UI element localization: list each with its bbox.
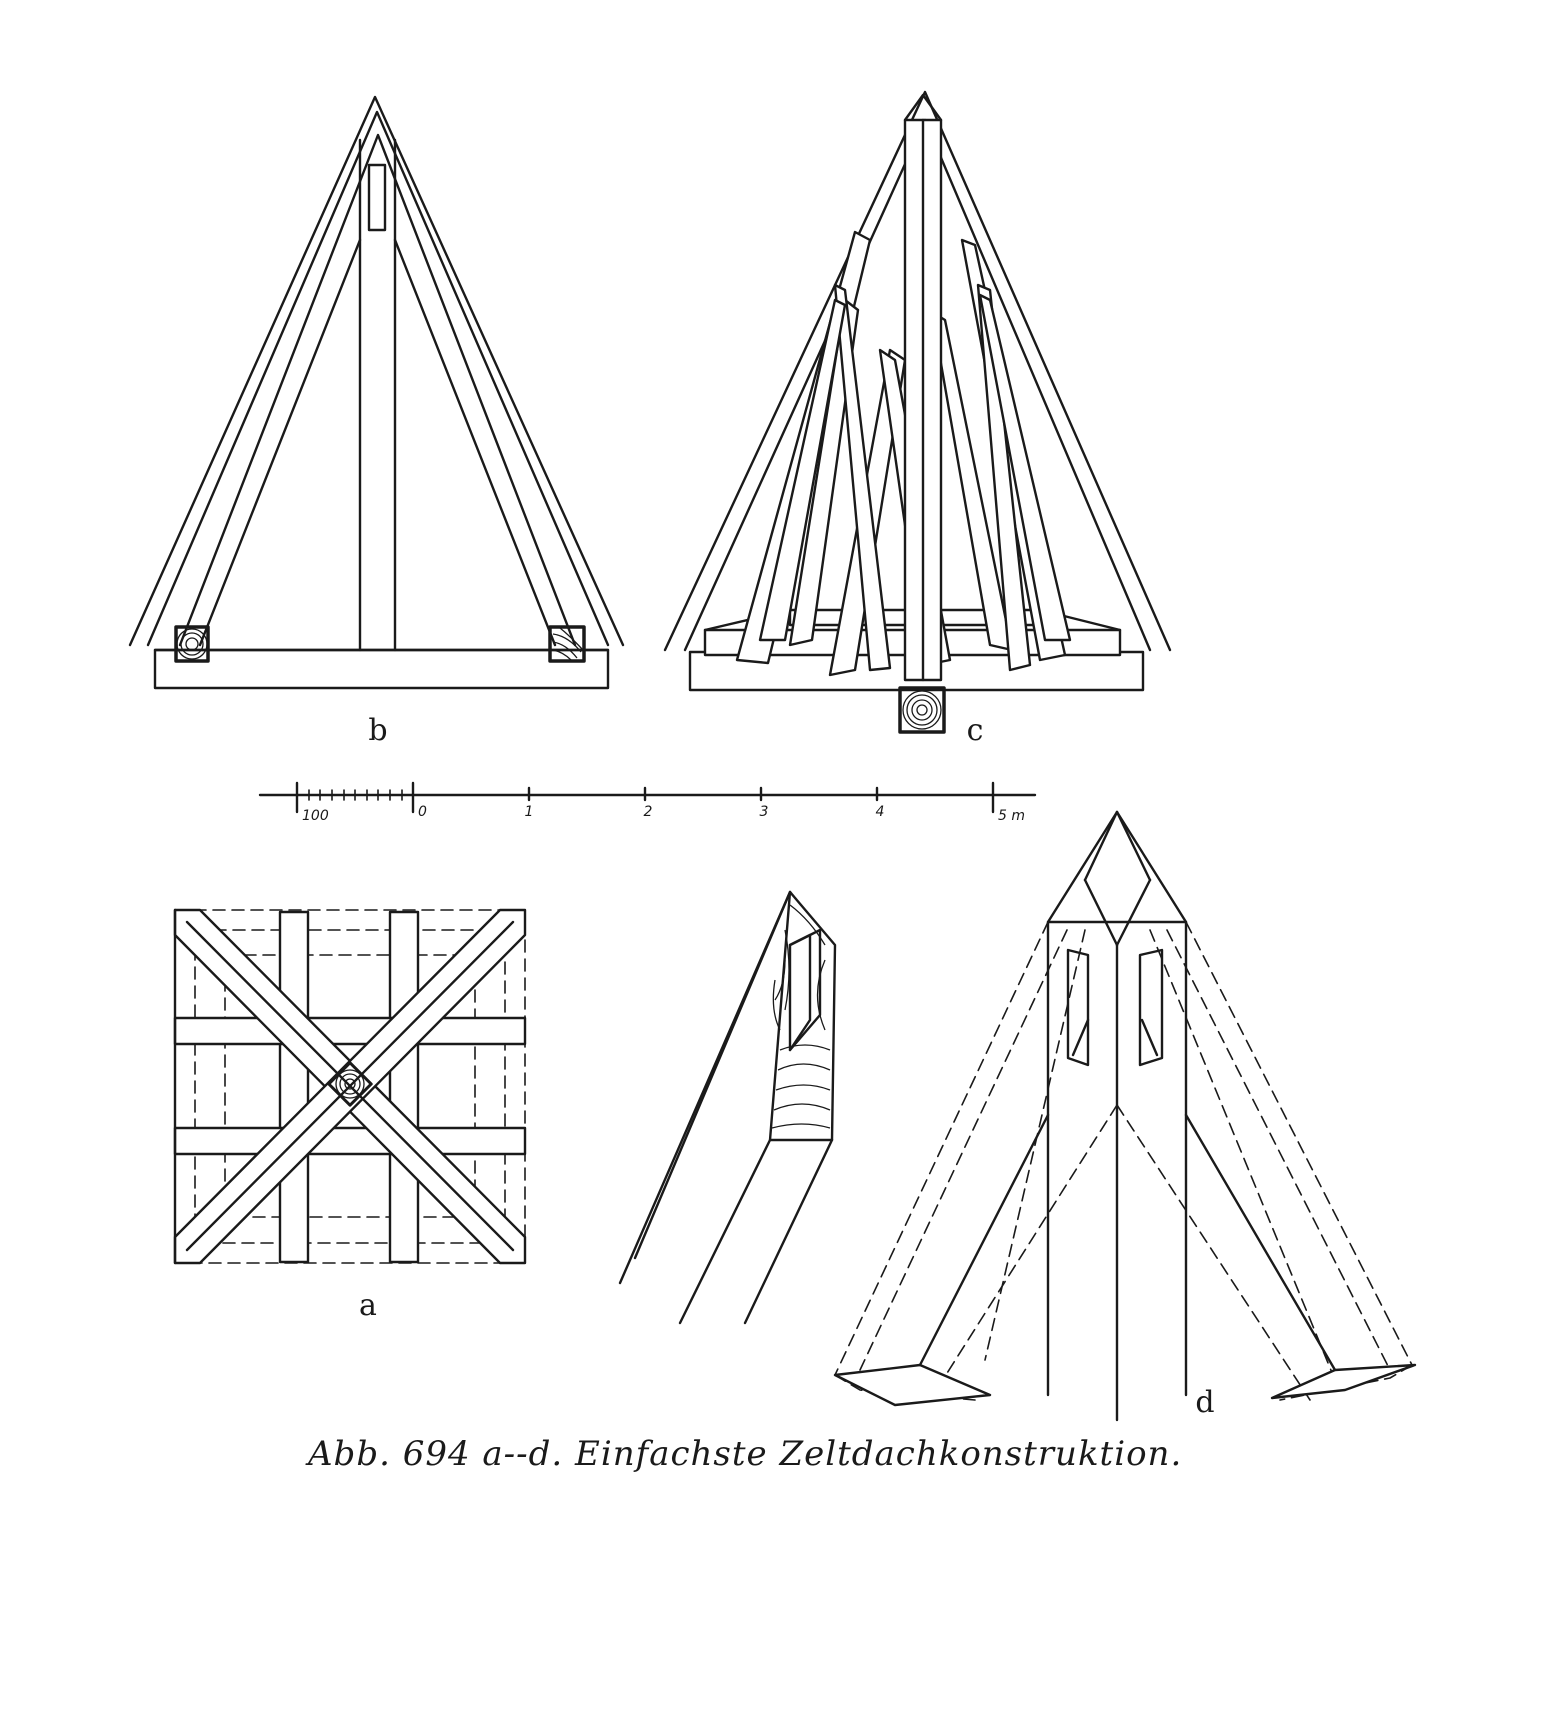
view-a-post-section [327, 1061, 373, 1107]
view-d-apex-detail: d [833, 810, 1417, 1422]
scale-bar-subdivisions [308, 789, 403, 801]
joint-detail [618, 890, 837, 1325]
view-b-outer-rafters [128, 95, 625, 647]
scale-tick-4: 4 [876, 804, 885, 820]
view-b-inner-rafters [178, 133, 577, 647]
view-b-label: b [368, 713, 387, 748]
view-b-elevation: b [128, 95, 625, 748]
view-b-mortise-slot [367, 163, 387, 232]
joint-detail-wood-grain [771, 904, 831, 1129]
scale-tick-2: 2 [644, 804, 653, 820]
view-d-cap [1046, 810, 1188, 924]
scale-bar-left-label: 100 [302, 808, 329, 824]
view-b-beam-section-left [174, 625, 210, 663]
view-d-mortise-right [1138, 948, 1164, 1067]
view-a-hidden-lines [174, 909, 526, 1264]
view-b-rafter-inner-edge [146, 110, 610, 647]
view-d-rafter-foot-right [1270, 1363, 1417, 1400]
scale-bar: 100 0 1 2 3 4 5 m [258, 781, 1037, 824]
scale-tick-5: 5 m [998, 808, 1025, 824]
scale-tick-1: 1 [525, 804, 534, 820]
view-d-label: d [1195, 1385, 1214, 1420]
view-c-perspective: c [663, 90, 1172, 748]
view-d-mortise-left [1066, 948, 1090, 1067]
view-c-outer-rafters [663, 90, 1172, 652]
view-d-rafter-foot-left [833, 1363, 992, 1407]
view-d-hidden-rafters [834, 921, 1413, 1401]
view-a-purlin-vertical [278, 910, 310, 1264]
scale-tick-3: 3 [760, 804, 769, 820]
view-a-plan: a [173, 908, 527, 1323]
view-c-label: c [967, 713, 984, 748]
view-b-beam-section-right [548, 625, 586, 663]
view-a-purlin-horizontal [173, 1016, 527, 1046]
view-c-post-section [898, 686, 946, 734]
scale-tick-0: 0 [418, 804, 427, 820]
figure-caption: Abb. 694 a--d. Einfachste Zeltdachkonstr… [305, 1434, 1182, 1474]
view-b-sill-beam [153, 648, 610, 690]
view-a-label: a [359, 1288, 377, 1323]
